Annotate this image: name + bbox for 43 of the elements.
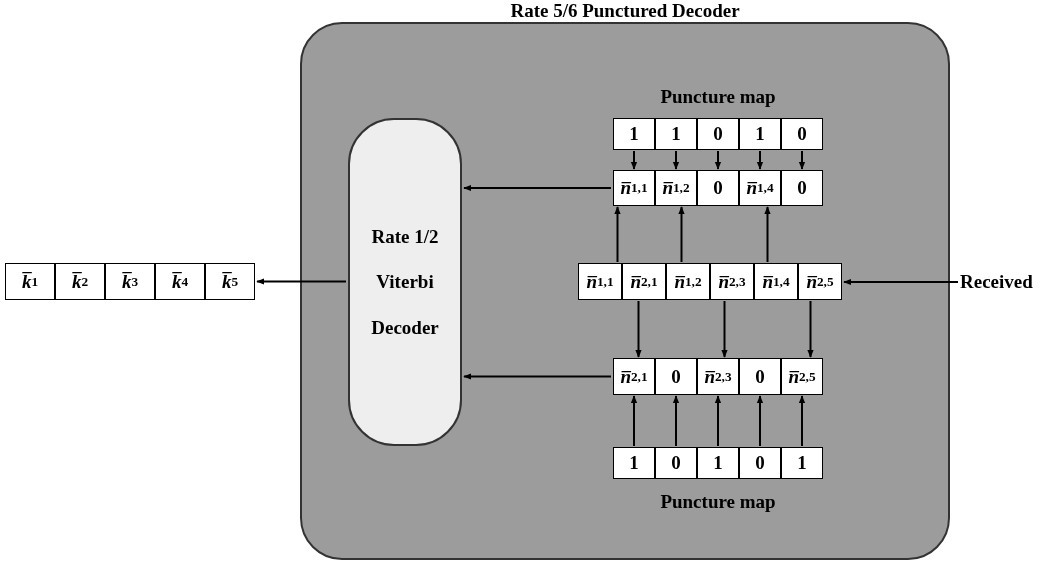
symbol-cell: 0: [781, 170, 823, 206]
symbol-cell: 1: [613, 447, 655, 479]
arrow: [463, 373, 612, 380]
arrow: [678, 206, 685, 263]
arrow: [721, 300, 728, 358]
symbol-row: [578, 263, 842, 300]
arrow: [672, 150, 680, 170]
arrow: [256, 278, 347, 285]
symbol-cell: 0: [781, 118, 823, 150]
arrow: [843, 278, 959, 286]
arrow: [714, 395, 722, 447]
arrow: [463, 184, 612, 192]
arrow: [756, 395, 764, 447]
arrow: [764, 206, 771, 263]
output-row: [5, 263, 255, 300]
arrow: [714, 150, 722, 170]
symbol-cell: 0: [739, 447, 781, 479]
arrow: [798, 150, 806, 170]
arrow: [630, 150, 638, 170]
symbol-cell: 0: [739, 358, 781, 395]
arrow: [672, 395, 680, 447]
arrow: [798, 395, 806, 447]
symbol-cell: 1: [781, 447, 823, 479]
arrow: [630, 395, 638, 447]
arrow: [756, 150, 764, 170]
symbol-row: [613, 358, 823, 395]
input-label: Received: [960, 268, 1055, 296]
arrow: [614, 206, 621, 263]
symbol-cell: 1: [655, 118, 697, 150]
symbol-row: [613, 170, 823, 206]
symbol-cell: 0: [697, 118, 739, 150]
symbol-cell: 1: [697, 447, 739, 479]
symbol-cell: 0: [697, 170, 739, 206]
arrow: [635, 300, 642, 358]
arrow: [807, 300, 814, 358]
symbol-cell: 0: [655, 447, 697, 479]
map-heading: Puncture map: [660, 86, 776, 108]
symbol-cell: 1: [739, 118, 781, 150]
decoder-block: Rate 1/2 Viterbi Decoder: [348, 118, 462, 446]
symbol-cell: 0: [655, 358, 697, 395]
symbol-cell: 1: [613, 118, 655, 150]
panel-heading: Rate 5/6 Punctured Decoder: [510, 0, 740, 22]
map-heading: Puncture map: [660, 491, 776, 513]
